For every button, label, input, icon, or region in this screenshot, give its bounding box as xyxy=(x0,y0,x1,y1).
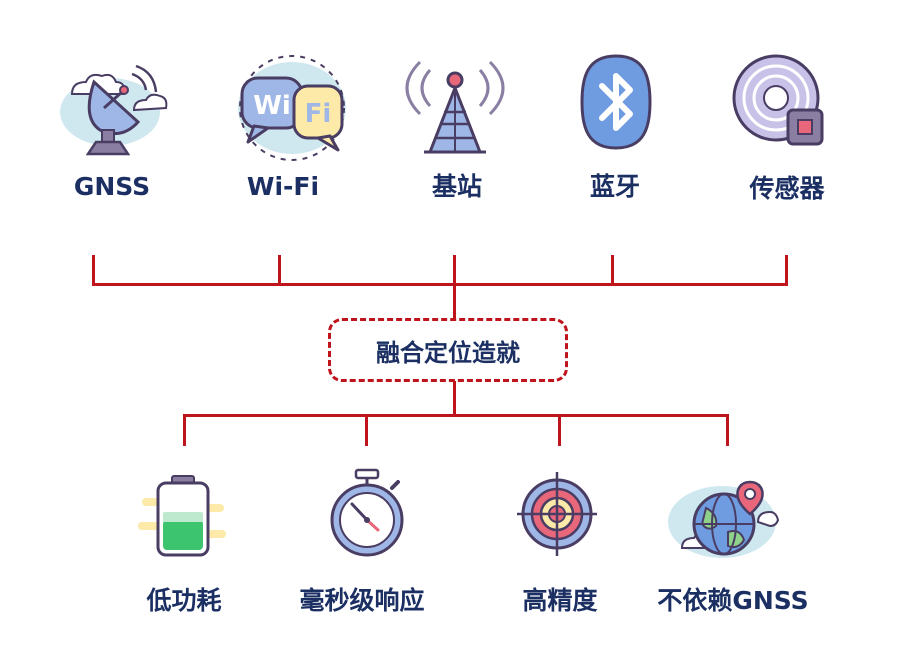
battery-icon xyxy=(138,475,226,557)
fusion-center-label: 融合定位造就 xyxy=(376,338,520,367)
source-label-bluetooth: 蓝牙 xyxy=(589,172,640,201)
bottom-connector-from-center xyxy=(453,381,456,417)
bottom-connector-response xyxy=(365,414,368,446)
top-connector-wifi xyxy=(278,255,281,286)
source-label-wifi: Wi-Fi xyxy=(246,172,320,201)
top-connector-to-center xyxy=(453,283,456,319)
top-connector-sensor xyxy=(785,255,788,286)
source-label-gnss: GNSS xyxy=(73,172,151,201)
svg-text:Wi: Wi xyxy=(253,91,291,121)
top-connector-gnss xyxy=(92,255,95,286)
satellite-dish-icon xyxy=(60,64,168,156)
globe-pin-icon xyxy=(668,480,780,558)
sensor-chip-icon xyxy=(732,54,824,146)
bottom-connector-horizontal xyxy=(183,414,729,417)
cell-tower-icon xyxy=(405,60,505,154)
bottom-connector-precision xyxy=(558,414,561,446)
benefit-label-precision: 高精度 xyxy=(522,586,598,615)
top-connector-horizontal xyxy=(92,283,788,286)
top-connector-base-station xyxy=(453,255,456,286)
bluetooth-icon xyxy=(580,54,652,150)
target-icon xyxy=(517,472,597,556)
bottom-connector-no-gnss xyxy=(726,414,729,446)
svg-text:Fi: Fi xyxy=(305,99,332,129)
wifi-bubble-icon: Wi Fi xyxy=(238,55,346,161)
benefit-label-no-gnss: 不依赖GNSS xyxy=(657,586,809,615)
benefit-label-low-power: 低功耗 xyxy=(146,586,222,615)
source-label-base-station: 基站 xyxy=(431,172,482,201)
stopwatch-icon xyxy=(330,468,404,557)
top-connector-bluetooth xyxy=(611,255,614,286)
fusion-center-box: 融合定位造就 xyxy=(328,318,568,382)
benefit-label-response: 毫秒级响应 xyxy=(299,586,425,615)
source-label-sensor: 传感器 xyxy=(749,174,825,203)
bottom-connector-low-power xyxy=(183,414,186,446)
